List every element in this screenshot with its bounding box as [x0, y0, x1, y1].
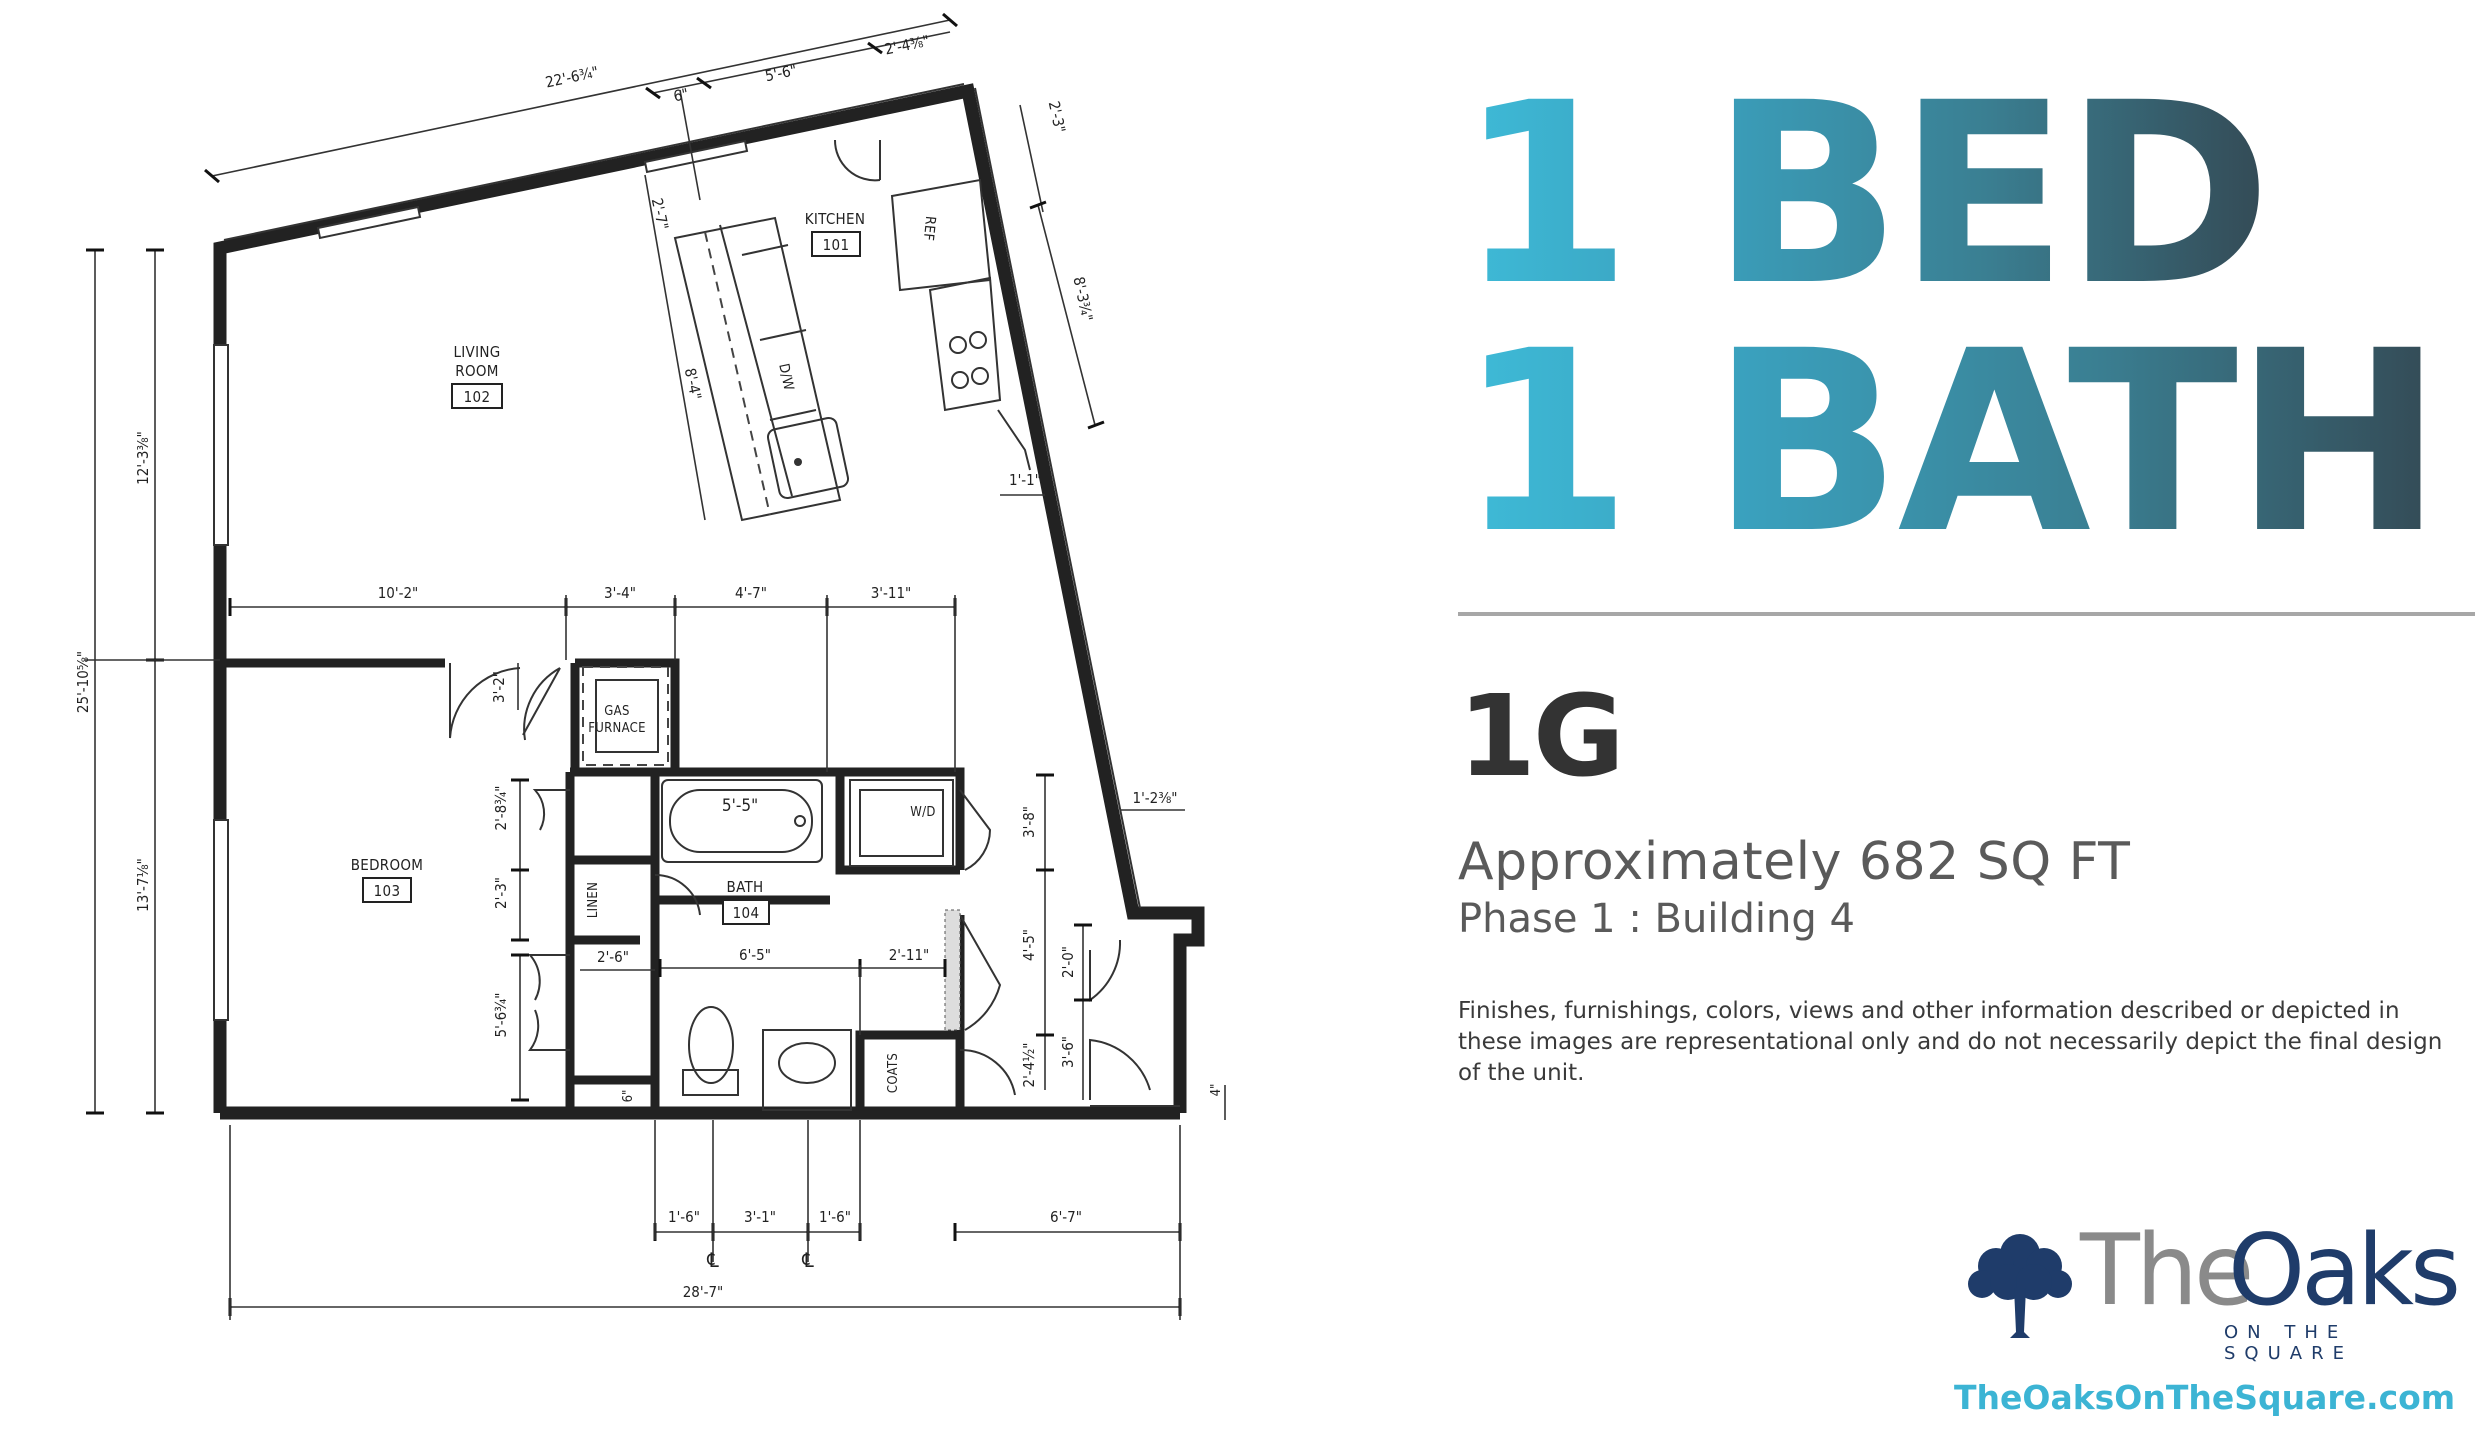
bath-fixtures — [582, 666, 961, 1111]
info-panel: 1 BED 1 BATH 1G Approximately 682 SQ FT … — [1458, 0, 2475, 1429]
tub-label: 5'-5" — [722, 796, 758, 816]
dim-closet-3-2: 3'-2" — [490, 671, 508, 703]
ref-label: REF — [920, 215, 939, 241]
centerline-symbol-2: ℄ — [801, 1248, 814, 1272]
dim-row-10-2: 10'-2" — [378, 584, 419, 602]
disclaimer: Finishes, furnishings, colors, views and… — [1458, 998, 2443, 1086]
windows — [213, 139, 749, 1021]
washer-dryer-label: W/D — [910, 805, 935, 820]
furnace-label: GAS — [604, 704, 629, 719]
interior-walls — [220, 658, 965, 1113]
room-name-bedroom: BEDROOM — [351, 856, 424, 874]
dim-bottom-1-6b: 1'-6" — [819, 1208, 851, 1226]
fixture-labels: GAS FURNACE W/D 5'-5" LINEN COATS REF D/… — [586, 215, 938, 1093]
dim-right-1-1: 1'-1" — [1009, 471, 1041, 489]
dimension-lines — [85, 12, 1226, 1320]
dim-entry-2-0: 2'-0" — [1059, 946, 1077, 978]
room-name-living: LIVING — [453, 343, 500, 361]
exterior-walls — [213, 83, 1205, 1120]
dim-bottom-overall: 28'-7" — [683, 1283, 724, 1301]
brand-logo: The Oaks ON THE SQUARE — [1964, 1222, 2461, 1364]
dim-entry-1-2: 1'-2⅜" — [1132, 789, 1177, 807]
dim-bottom-1-6a: 1'-6" — [668, 1208, 700, 1226]
dim-entry-3-6: 3'-6" — [1059, 1036, 1077, 1068]
dim-bath-2-11: 2'-11" — [889, 946, 930, 964]
unit-code: 1G — [1458, 672, 1625, 802]
doors — [449, 139, 1151, 1100]
dim-bottom-6-7: 6'-7" — [1050, 1208, 1082, 1226]
unit-phase: Phase 1 : Building 4 — [1458, 896, 1855, 942]
dim-closet-5-6: 5'-6¾" — [492, 992, 510, 1037]
dim-left-upper: 12'-3⅜" — [134, 431, 152, 485]
logo-text-oaks: Oaks — [2228, 1214, 2461, 1328]
dim-right-2-3: 2'-3" — [1045, 99, 1069, 134]
divider — [1458, 612, 2475, 616]
logo-tagline: ON THE SQUARE — [2224, 1322, 2353, 1364]
linen-label: LINEN — [586, 882, 601, 918]
dim-kitchen-8-4: 8'-4" — [681, 366, 705, 401]
dim-top-6: 6" — [672, 85, 690, 106]
unit-area: Approximately 682 SQ FT — [1458, 832, 2131, 892]
dim-row-3-11: 3'-11" — [871, 584, 912, 602]
dim-row-3-4: 3'-4" — [604, 584, 636, 602]
coats-label: COATS — [886, 1053, 901, 1093]
dim-right-8-3: 8'-3¾" — [1069, 275, 1096, 323]
dim-closet-2-3: 2'-3" — [492, 877, 510, 909]
room-number-kitchen: 101 — [823, 236, 850, 254]
dim-wd-3-8: 3'-8" — [1020, 806, 1038, 838]
furnace-label-2: FURNACE — [588, 721, 646, 736]
dim-bottom-3-1: 3'-1" — [744, 1208, 776, 1226]
room-number-bedroom: 103 — [374, 882, 401, 900]
website-link[interactable]: TheOaksOnTheSquare.com — [1954, 1378, 2456, 1417]
dim-top-5-6: 5'-6" — [763, 61, 798, 85]
room-name-kitchen: KITCHEN — [805, 210, 865, 228]
dim-entry-4-5: 4'-5" — [1020, 929, 1038, 961]
room-number-living: 102 — [464, 388, 491, 406]
room-name-bath: BATH — [727, 878, 764, 896]
room-labels: LIVING ROOM 102 KITCHEN 101 BEDROOM 103 … — [351, 210, 865, 925]
dim-small-4: 4" — [1209, 1084, 1224, 1097]
dim-closet-2-6: 2'-6" — [597, 948, 629, 966]
oak-tree-icon — [1968, 1234, 2072, 1338]
dim-top-2-4: 2'-4⅜" — [883, 32, 931, 59]
headline-bath: 1 BATH — [1458, 297, 2443, 588]
dim-left-lower: 13'-7⅛" — [134, 858, 152, 912]
dim-closet-2-8: 2'-8¾" — [492, 785, 510, 830]
floor-plan: LIVING ROOM 102 KITCHEN 101 BEDROOM 103 … — [74, 12, 1226, 1320]
logo-text-the: The — [2080, 1214, 2254, 1328]
headline-bed: 1 BED — [1458, 49, 2272, 340]
dimension-labels: 22'-6¾" 6" 5'-6" 2'-4⅜" 2'-3" 8'-3¾" 2'-… — [74, 32, 1224, 1301]
dim-row-4-7: 4'-7" — [735, 584, 767, 602]
room-number-bath: 104 — [733, 904, 760, 922]
dim-kitchen-2-7: 2'-7" — [648, 196, 672, 231]
kitchen-fixtures — [673, 178, 1031, 522]
centerline-symbol-1: ℄ — [706, 1248, 719, 1272]
dim-left-overall: 25'-10⅝" — [74, 651, 92, 713]
dim-small-6: 6" — [621, 1090, 636, 1103]
room-name-living-2: ROOM — [455, 362, 498, 380]
dishwasher-label: D/W — [775, 362, 796, 392]
dim-top-overall: 22'-6¾" — [544, 63, 600, 92]
dim-bath-6-5: 6'-5" — [739, 946, 771, 964]
dim-entry-2-4: 2'-4½" — [1020, 1042, 1038, 1087]
